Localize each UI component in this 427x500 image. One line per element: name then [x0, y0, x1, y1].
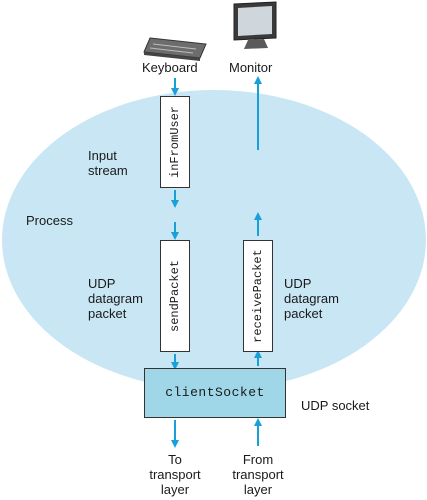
to-transport-line2: transport: [149, 467, 201, 482]
input-stream-label: Input stream: [88, 148, 128, 178]
monitor-icon: [233, 1, 277, 49]
receive-packet-name: receivePacket: [251, 249, 265, 343]
to-transport-line3: layer: [160, 482, 190, 497]
to-transport-label: To transport layer: [128, 452, 222, 497]
monitor-label: Monitor: [229, 60, 273, 75]
receive-packet-label-line2: datagram: [284, 291, 339, 306]
send-packet-label-line2: datagram: [88, 291, 143, 306]
to-transport-line1: To: [168, 452, 182, 467]
send-packet-label: UDP datagram packet: [88, 276, 143, 321]
keyboard-label: Keyboard: [142, 60, 198, 75]
from-transport-line1: From: [242, 452, 274, 467]
send-packet-label-line3: packet: [88, 306, 127, 321]
process-label: Process: [26, 213, 73, 228]
from-transport-label: From transport layer: [211, 452, 305, 497]
receive-packet-label: UDP datagram packet: [284, 276, 339, 321]
input-stream-label-line2: stream: [88, 163, 128, 178]
receive-packet-label-line3: packet: [284, 306, 323, 321]
input-stream-box: inFromUser: [160, 96, 190, 188]
send-packet-box: sendPacket: [160, 240, 190, 352]
input-stream-label-line1: Input: [88, 148, 117, 163]
receive-packet-box: receivePacket: [243, 240, 273, 352]
send-packet-label-line1: UDP: [88, 276, 116, 291]
send-packet-name: sendPacket: [168, 259, 182, 333]
receive-packet-label-line1: UDP: [284, 276, 312, 291]
input-stream-name: inFromUser: [168, 105, 182, 179]
client-socket-name: clientSocket: [165, 385, 265, 400]
keyboard-icon: [143, 37, 207, 61]
from-transport-line2: transport: [232, 467, 284, 482]
client-socket-box: clientSocket: [144, 368, 286, 418]
process-ellipse: [2, 90, 426, 390]
udp-socket-label: UDP socket: [301, 398, 370, 413]
from-transport-line3: layer: [243, 482, 273, 497]
